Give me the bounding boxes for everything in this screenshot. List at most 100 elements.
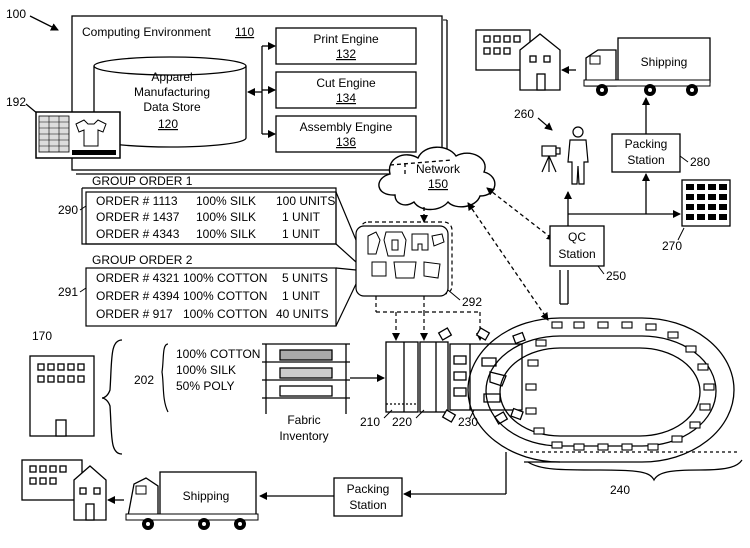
ref-250-line — [597, 265, 605, 275]
group1-rows: ORDER # 1113 100% SILK 100 UNITS ORDER #… — [96, 194, 335, 241]
ref-202: 202 — [134, 373, 154, 387]
conveyor-bracket — [527, 459, 743, 482]
ref-210: 210 — [360, 415, 380, 429]
conveyor-stations — [525, 321, 715, 451]
dashed-feed-lines — [375, 296, 484, 341]
group2-row3-units: 40 UNITS — [276, 307, 329, 321]
ref-270-line — [677, 227, 685, 241]
packing-bottom-line1: Packing — [347, 482, 390, 496]
ref-280: 280 — [690, 155, 710, 169]
ref-290-line — [79, 205, 87, 211]
group1-row1-material: 100% SILK — [196, 194, 256, 208]
ref-280-line — [679, 155, 689, 163]
materials-bracket — [101, 339, 123, 455]
worker-icon — [567, 126, 589, 185]
packing-top-line1: Packing — [625, 137, 668, 151]
shipping-truck-top: Shipping — [583, 37, 711, 96]
group2-title: GROUP ORDER 2 — [92, 253, 193, 267]
ref-260: 260 — [514, 107, 534, 121]
machine-refs: 210 220 230 — [360, 409, 478, 429]
packing-station-bottom: Packing Station — [333, 477, 403, 517]
assembly-engine-number: 136 — [336, 135, 356, 149]
qc-station: QC Station — [549, 225, 605, 267]
cut-machine-220 — [419, 341, 449, 413]
ref-170: 170 — [32, 329, 52, 343]
store-engine-connectors — [247, 42, 276, 138]
group1-row3-material: 100% SILK — [196, 227, 256, 241]
camera-icon — [541, 145, 561, 173]
data-store-line3: Data Store — [143, 100, 201, 114]
ref-192: 192 — [6, 95, 26, 109]
qc-line2: Station — [558, 247, 595, 261]
group2-row3-order: ORDER # 917 — [96, 307, 173, 321]
computing-environment-label: Computing Environment — [82, 25, 211, 39]
ref-291-line — [79, 287, 87, 293]
shipping-bottom-label: Shipping — [183, 489, 230, 503]
group1-row3-units: 1 UNIT — [282, 227, 321, 241]
ref-250: 250 — [606, 269, 626, 283]
fabric-3: 50% POLY — [176, 379, 234, 393]
building-top-icon — [475, 29, 561, 91]
ref-100: 100 — [6, 7, 26, 21]
assembly-engine-box: Assembly Engine 136 — [275, 115, 417, 153]
shipping-top-label: Shipping — [641, 55, 688, 69]
group1-title: GROUP ORDER 1 — [92, 174, 193, 188]
packing-top-line2: Station — [627, 153, 664, 167]
cut-engine-box: Cut Engine 134 — [275, 71, 417, 109]
fabric-inventory-line1: Fabric — [287, 413, 320, 427]
group1-inner-box — [85, 191, 337, 245]
computing-environment-number: 110 — [235, 25, 254, 39]
building-bottom-icon — [21, 459, 107, 521]
fabric-bracket — [161, 343, 169, 413]
ref-291: 291 — [58, 285, 78, 299]
qc-line1: QC — [568, 230, 586, 244]
inventory-shelves-icon — [681, 179, 731, 227]
ref-292: 292 — [462, 295, 482, 309]
data-store-line2: Manufacturing — [134, 85, 210, 99]
group2-row1-units: 5 UNITS — [282, 271, 328, 285]
monitor-icon — [35, 111, 121, 159]
print-machine-210 — [385, 341, 419, 413]
assembly-machine-230 — [437, 327, 526, 425]
ref-260-arrow — [537, 117, 553, 131]
ref-230: 230 — [458, 415, 478, 429]
group2-row2-order: ORDER # 4394 — [96, 289, 180, 303]
group-bracket-lines — [335, 191, 357, 327]
conveyor-track — [467, 270, 740, 463]
fabric-list: 100% COTTON 100% SILK 50% POLY — [176, 347, 260, 393]
fabric-inventory-line2: Inventory — [279, 429, 328, 443]
ref-270: 270 — [662, 239, 682, 253]
network-number: 150 — [428, 177, 448, 191]
cut-engine-number: 134 — [336, 91, 356, 105]
fabric-rack-icon — [262, 343, 350, 414]
print-engine-box: Print Engine 132 — [275, 27, 417, 65]
ref-220: 220 — [392, 415, 412, 429]
print-engine-number: 132 — [336, 47, 356, 61]
group2-row1-material: 100% COTTON — [183, 271, 267, 285]
ref-290: 290 — [58, 203, 78, 217]
ref-292-line — [447, 289, 461, 301]
shipping-truck-bottom: Shipping — [125, 471, 259, 530]
network-cloud: Network 150 — [378, 146, 496, 211]
group2-rows: ORDER # 4321 100% COTTON 5 UNITS ORDER #… — [96, 271, 329, 321]
data-store-line1: Apparel — [151, 70, 192, 84]
group1-row2-material: 100% SILK — [196, 210, 256, 224]
ref-100-arrow — [29, 15, 59, 31]
group1-row1-order: ORDER # 1113 — [96, 194, 178, 208]
group2-row2-material: 100% COTTON — [183, 289, 267, 303]
network-label: Network — [416, 162, 461, 176]
packing-station-top: Packing Station — [611, 133, 681, 173]
group1-row2-units: 1 UNIT — [282, 210, 321, 224]
group2-row1-order: ORDER # 4321 — [96, 271, 180, 285]
fabric-2: 100% SILK — [176, 363, 236, 377]
group1-row3-order: ORDER # 4343 — [96, 227, 180, 241]
conveyor-to-packing-arrow — [403, 452, 507, 498]
data-store-number: 120 — [158, 117, 178, 131]
warehouse-building-icon — [29, 355, 95, 437]
qc-flow-arrows — [564, 173, 681, 226]
fabric-1: 100% COTTON — [176, 347, 260, 361]
print-engine-label: Print Engine — [313, 32, 379, 46]
packing-bottom-line2: Station — [349, 498, 386, 512]
